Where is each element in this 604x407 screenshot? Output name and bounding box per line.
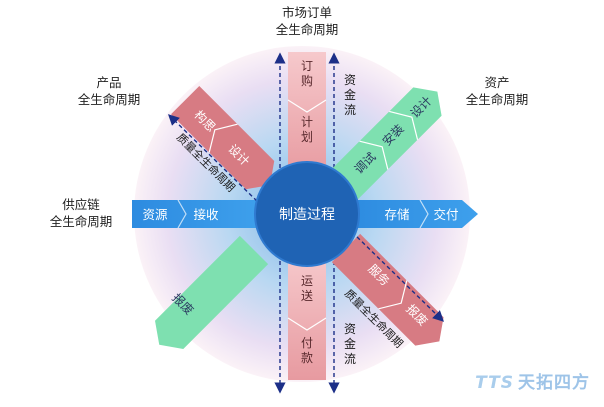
char-ding: 订 (301, 59, 313, 73)
char-hua: 划 (301, 130, 313, 144)
center-ring (254, 161, 360, 267)
char-gou: 购 (301, 73, 313, 88)
step-order-1: 订购 (301, 59, 313, 88)
product-end-arrow (155, 235, 269, 349)
label-supply-chain: 供应链 全生命周期 (36, 196, 126, 230)
step-pay: 付款 (301, 336, 313, 365)
label-asset-line2: 全生命周期 (465, 92, 529, 107)
step-resource: 资源 (142, 207, 168, 222)
label-product-line1: 产品 (96, 75, 122, 90)
watermark-brand: 天拓四方 (518, 373, 590, 393)
asset-arrow (329, 87, 442, 200)
step-plan: 计划 (301, 115, 313, 144)
char-ji: 计 (301, 115, 313, 129)
watermark-prefix: TTS (475, 373, 514, 393)
label-asset: 资产 全生命周期 (452, 74, 542, 108)
label-market-order-line1: 市场订单 (281, 5, 332, 20)
supply-arrow: 资源 接收 存储 交付 (132, 199, 478, 229)
center-label: 制造过程 (279, 207, 335, 223)
label-product: 产品 全生命周期 (64, 74, 154, 108)
label-asset-line1: 资产 (484, 75, 510, 90)
char-yun: 运 (301, 274, 313, 288)
order-arrow: 订购 计划 运送 付款 (287, 52, 327, 380)
label-supply-chain-line1: 供应链 (62, 197, 100, 212)
service-arrow (331, 233, 444, 346)
step-ship: 运送 (301, 274, 313, 303)
label-market-order: 市场订单 全生命周期 (262, 4, 352, 38)
step-deliver: 交付 (433, 207, 458, 222)
label-supply-chain-line2: 全生命周期 (49, 214, 113, 229)
char-song: 送 (301, 288, 313, 303)
char-fu: 付 (301, 336, 313, 350)
step-store: 存储 (384, 207, 409, 222)
product-arrow (171, 86, 275, 190)
flow-label-funds-bottom: 资金流 (344, 322, 356, 366)
center-circle (255, 162, 359, 266)
label-market-order-line2: 全生命周期 (275, 22, 339, 37)
char-kuan: 款 (301, 351, 313, 365)
step-receive: 接收 (193, 207, 219, 222)
label-product-line2: 全生命周期 (77, 92, 141, 107)
flow-label-funds-top: 资金流 (344, 73, 356, 117)
